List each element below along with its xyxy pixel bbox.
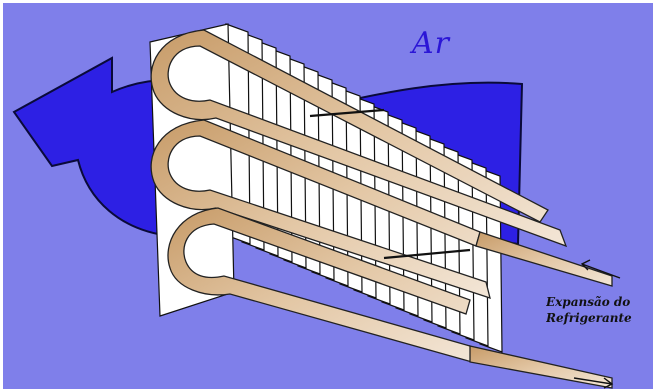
air-flow-arrow-left [12, 56, 172, 238]
outlet-tube [469, 345, 613, 389]
expansion-label-line2: Refrigerante [546, 311, 632, 325]
tube-upper [150, 29, 568, 248]
direction-arrows [573, 259, 621, 389]
air-label: Ar [412, 26, 451, 61]
inlet-tube [475, 231, 613, 287]
outlet-arrow [573, 377, 614, 389]
flow-line [383, 248, 471, 260]
flow-line [309, 108, 385, 118]
refrigerant-tubes [150, 29, 613, 389]
expansion-label: Expansão do Refrigerante [546, 294, 654, 326]
tube-lower [167, 207, 473, 363]
inlet-arrow [580, 259, 621, 279]
expansion-label-line1: Expansão do [546, 295, 631, 309]
